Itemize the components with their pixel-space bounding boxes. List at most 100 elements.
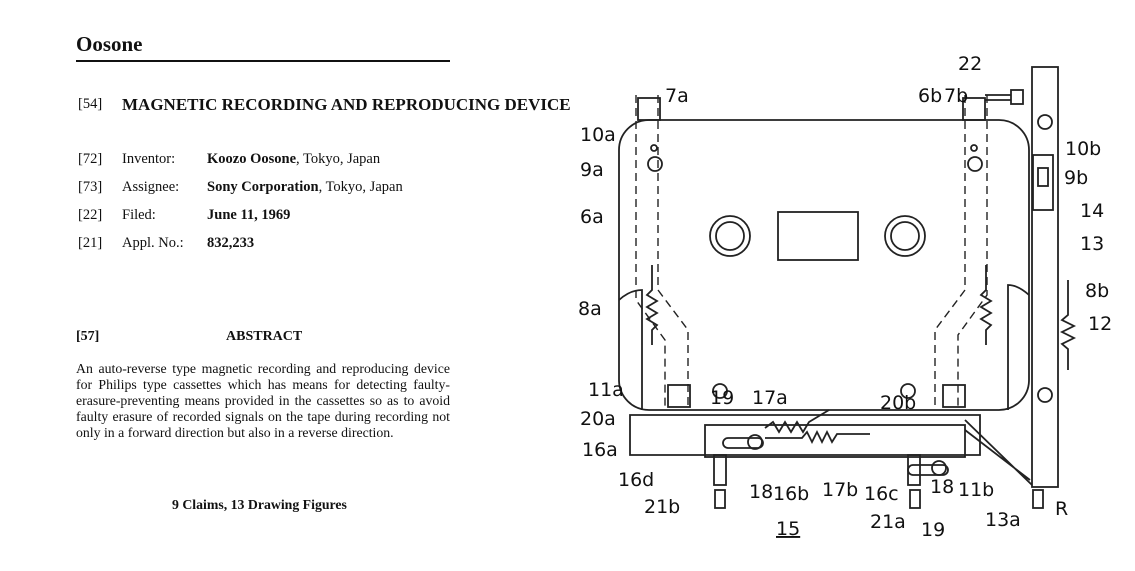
pivot-13-bottom — [1037, 387, 1053, 403]
tab-7a — [637, 97, 661, 121]
patent-title: MAGNETIC RECORDING AND REPRODUCING DEVIC… — [122, 95, 571, 114]
reel-hub-right-inner — [890, 221, 920, 251]
field-suffix: , Tokyo, Japan — [318, 179, 403, 195]
ref-R: R — [1055, 498, 1068, 520]
ref-15: 15 — [776, 518, 800, 540]
ref-13: 13 — [1080, 233, 1104, 255]
pin-9a — [647, 156, 663, 172]
ref-14: 14 — [1080, 200, 1104, 222]
ref-20a: 20a — [580, 408, 616, 430]
patent-drawing: 22 7a 6b 7b 10a 10b 9a 9b 6a 14 13 8b 12… — [578, 53, 1112, 541]
leg-11a — [667, 384, 691, 408]
spring-17a — [764, 409, 830, 434]
ref-7b: 7b — [944, 85, 968, 107]
slide-member-right — [957, 95, 988, 410]
lever-13 — [1031, 66, 1059, 488]
reel-hub-left-inner — [715, 221, 745, 251]
ref-19-right: 19 — [921, 519, 945, 541]
ref-19-left: 19 — [710, 387, 734, 409]
ref-7a: 7a — [665, 85, 689, 107]
pin-9b — [967, 156, 983, 172]
ref-17b: 17b — [822, 479, 858, 501]
ref-21a: 21a — [870, 511, 906, 533]
ref-16c: 16c — [864, 483, 899, 505]
reel-hub-left — [709, 215, 751, 257]
abstract-code: [57] — [76, 329, 100, 344]
slide-member-left — [635, 95, 666, 410]
inventor-name: Oosone — [76, 32, 143, 56]
ref-22: 22 — [958, 53, 982, 75]
ref-18-left: 18 — [749, 481, 773, 503]
spring-12 — [1059, 280, 1077, 370]
ref-9b: 9b — [1064, 167, 1088, 189]
spring-8b — [979, 265, 993, 345]
field-label: Inventor: — [122, 151, 176, 167]
slide-member-left-inner — [657, 95, 689, 410]
field-value: Koozo Oosone — [207, 151, 297, 167]
ref-8a: 8a — [578, 298, 602, 320]
ref-10b: 10b — [1065, 138, 1101, 160]
header-rule — [76, 60, 450, 62]
field-filed: [22]Filed:June 11, 1969 — [78, 207, 290, 224]
leg-11b — [942, 384, 966, 408]
field-inventor: [72] Inventor: Koozo Oosone, Tokyo, Japan — [78, 151, 380, 168]
field-suffix: , Tokyo, Japan — [296, 151, 381, 167]
spring-8a — [645, 265, 659, 345]
slide-member-right-inner — [934, 95, 966, 410]
field-label: Appl. No.: — [122, 235, 184, 251]
ref-16d: 16d — [618, 469, 654, 491]
pivot-13-top — [1037, 114, 1053, 130]
leg-16c — [907, 454, 921, 486]
ref-6a: 6a — [580, 206, 604, 228]
guide-hole-left — [712, 383, 728, 399]
abstract-heading: ABSTRACT — [226, 329, 303, 344]
slide-plate-16a — [629, 414, 981, 456]
pin-22-shaft — [985, 94, 1011, 101]
pin-21b — [714, 489, 726, 509]
leg-16d — [713, 454, 727, 486]
pin-22 — [1010, 89, 1024, 105]
slide-plate-16b — [704, 424, 966, 458]
ref-6b: 6b — [918, 85, 942, 107]
ref-18-right: 18 — [930, 476, 954, 498]
field-code: [21] — [78, 235, 103, 251]
tab-7b — [962, 97, 986, 121]
field-value: June 11, 1969 — [207, 207, 291, 223]
ref-10a: 10a — [580, 124, 616, 146]
abstract-text: An auto-reverse type magnetic recording … — [76, 361, 450, 440]
ref-16a: 16a — [582, 439, 618, 461]
ref-8b: 8b — [1085, 280, 1109, 302]
spring-17b — [765, 429, 870, 445]
field-label: Assignee: — [122, 179, 180, 195]
field-code: [54] — [78, 96, 103, 112]
cassette-inner-right — [1007, 284, 1030, 410]
cassette-body — [618, 119, 1030, 411]
reel-hub-right — [884, 215, 926, 257]
block-14-inner — [1037, 167, 1049, 187]
pin-10b — [970, 144, 978, 152]
ref-12: 12 — [1088, 313, 1112, 335]
ref-11a: 11a — [588, 379, 624, 401]
field-title: [54] MAGNETIC RECORDING AND REPRODUCING D… — [78, 95, 571, 115]
ref-11b: 11b — [958, 479, 994, 501]
pin-18-right — [931, 460, 947, 476]
field-label: Filed: — [122, 207, 156, 223]
block-14 — [1032, 154, 1054, 211]
ref-21b: 21b — [644, 496, 680, 518]
field-code: [72] — [78, 151, 103, 167]
field-appl-no: [21] Appl. No.: 832,233 — [78, 235, 254, 252]
ref-16b: 16b — [773, 483, 809, 505]
pin-21a — [909, 489, 921, 509]
slot-19-left — [722, 437, 764, 449]
field-value: Sony Corporation — [207, 179, 319, 195]
ref-9a: 9a — [580, 159, 604, 181]
field-value: 832,233 — [207, 235, 255, 251]
field-assignee: [73] Assignee: Sony Corporation, Tokyo, Ja… — [78, 179, 403, 196]
pin-R — [1032, 489, 1044, 509]
field-code: [73] — [78, 179, 103, 195]
pin-18-left — [747, 434, 763, 450]
cassette-inner-left — [618, 289, 643, 410]
cassette-window — [777, 211, 859, 261]
claims-summary: 9 Claims, 13 Drawing Figures — [172, 497, 347, 512]
ref-17a: 17a — [752, 387, 788, 409]
